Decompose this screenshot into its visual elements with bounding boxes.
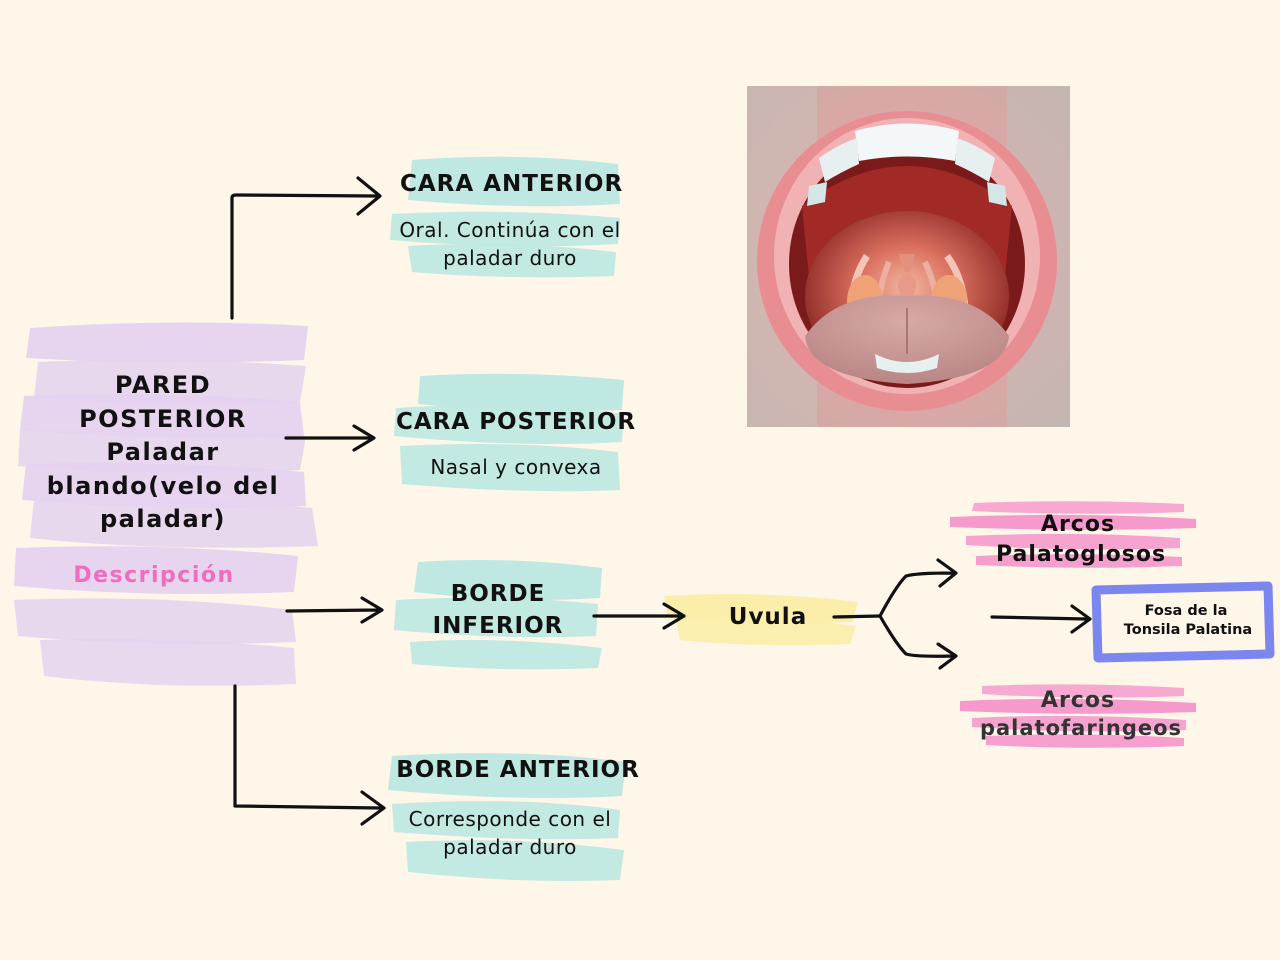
borde-anterior-title: BORDE ANTERIOR — [396, 757, 640, 783]
arcos-palatoglosos-title-1: Arcos — [980, 512, 1176, 537]
arrow-to-borde-anterior — [235, 686, 384, 824]
open-mouth-photo — [747, 86, 1070, 427]
arcos-palatoglosos-title-2: Palatoglosos — [976, 542, 1186, 567]
cara-anterior-text-1: Oral. Continúa con el — [390, 216, 630, 244]
arcos-palatofaringeos-title-1: Arcos — [980, 688, 1176, 713]
arrow-to-arcos-palatofaringeos — [880, 616, 956, 668]
arrow-to-fosa — [992, 606, 1090, 632]
cara-anterior-text-2: paladar duro — [390, 244, 630, 272]
fork-stem — [834, 616, 880, 617]
arrow-to-cara-posterior — [286, 426, 374, 450]
cara-posterior-title: CARA POSTERIOR — [396, 409, 636, 435]
arrow-to-uvula — [594, 604, 684, 628]
cara-anterior-title: CARA ANTERIOR — [400, 171, 620, 197]
borde-inferior-title-2: INFERIOR — [418, 613, 578, 639]
arcos-palatofaringeos-title-2: palatofaringeos — [968, 716, 1194, 740]
arrow-to-borde-inferior — [287, 598, 382, 622]
cara-posterior-text-1: Nasal y convexa — [396, 453, 636, 481]
arrow-to-arcos-palatoglosos — [880, 560, 956, 616]
uvula-label: Uvula — [712, 604, 824, 630]
main-title: PARED POSTERIOR Paladar blando(velo del … — [40, 369, 286, 537]
borde-anterior-text-1: Corresponde con el — [390, 805, 630, 833]
open-mouth-illustration — [747, 86, 1070, 427]
description-label: Descripción — [40, 563, 268, 588]
fosa-title-1: Fosa de la — [1112, 603, 1260, 619]
borde-inferior-title-1: BORDE — [418, 581, 578, 607]
fosa-title-2: Tonsila Palatina — [1112, 622, 1264, 638]
arrow-to-cara-anterior — [232, 178, 380, 318]
borde-anterior-text-2: paladar duro — [390, 833, 630, 861]
